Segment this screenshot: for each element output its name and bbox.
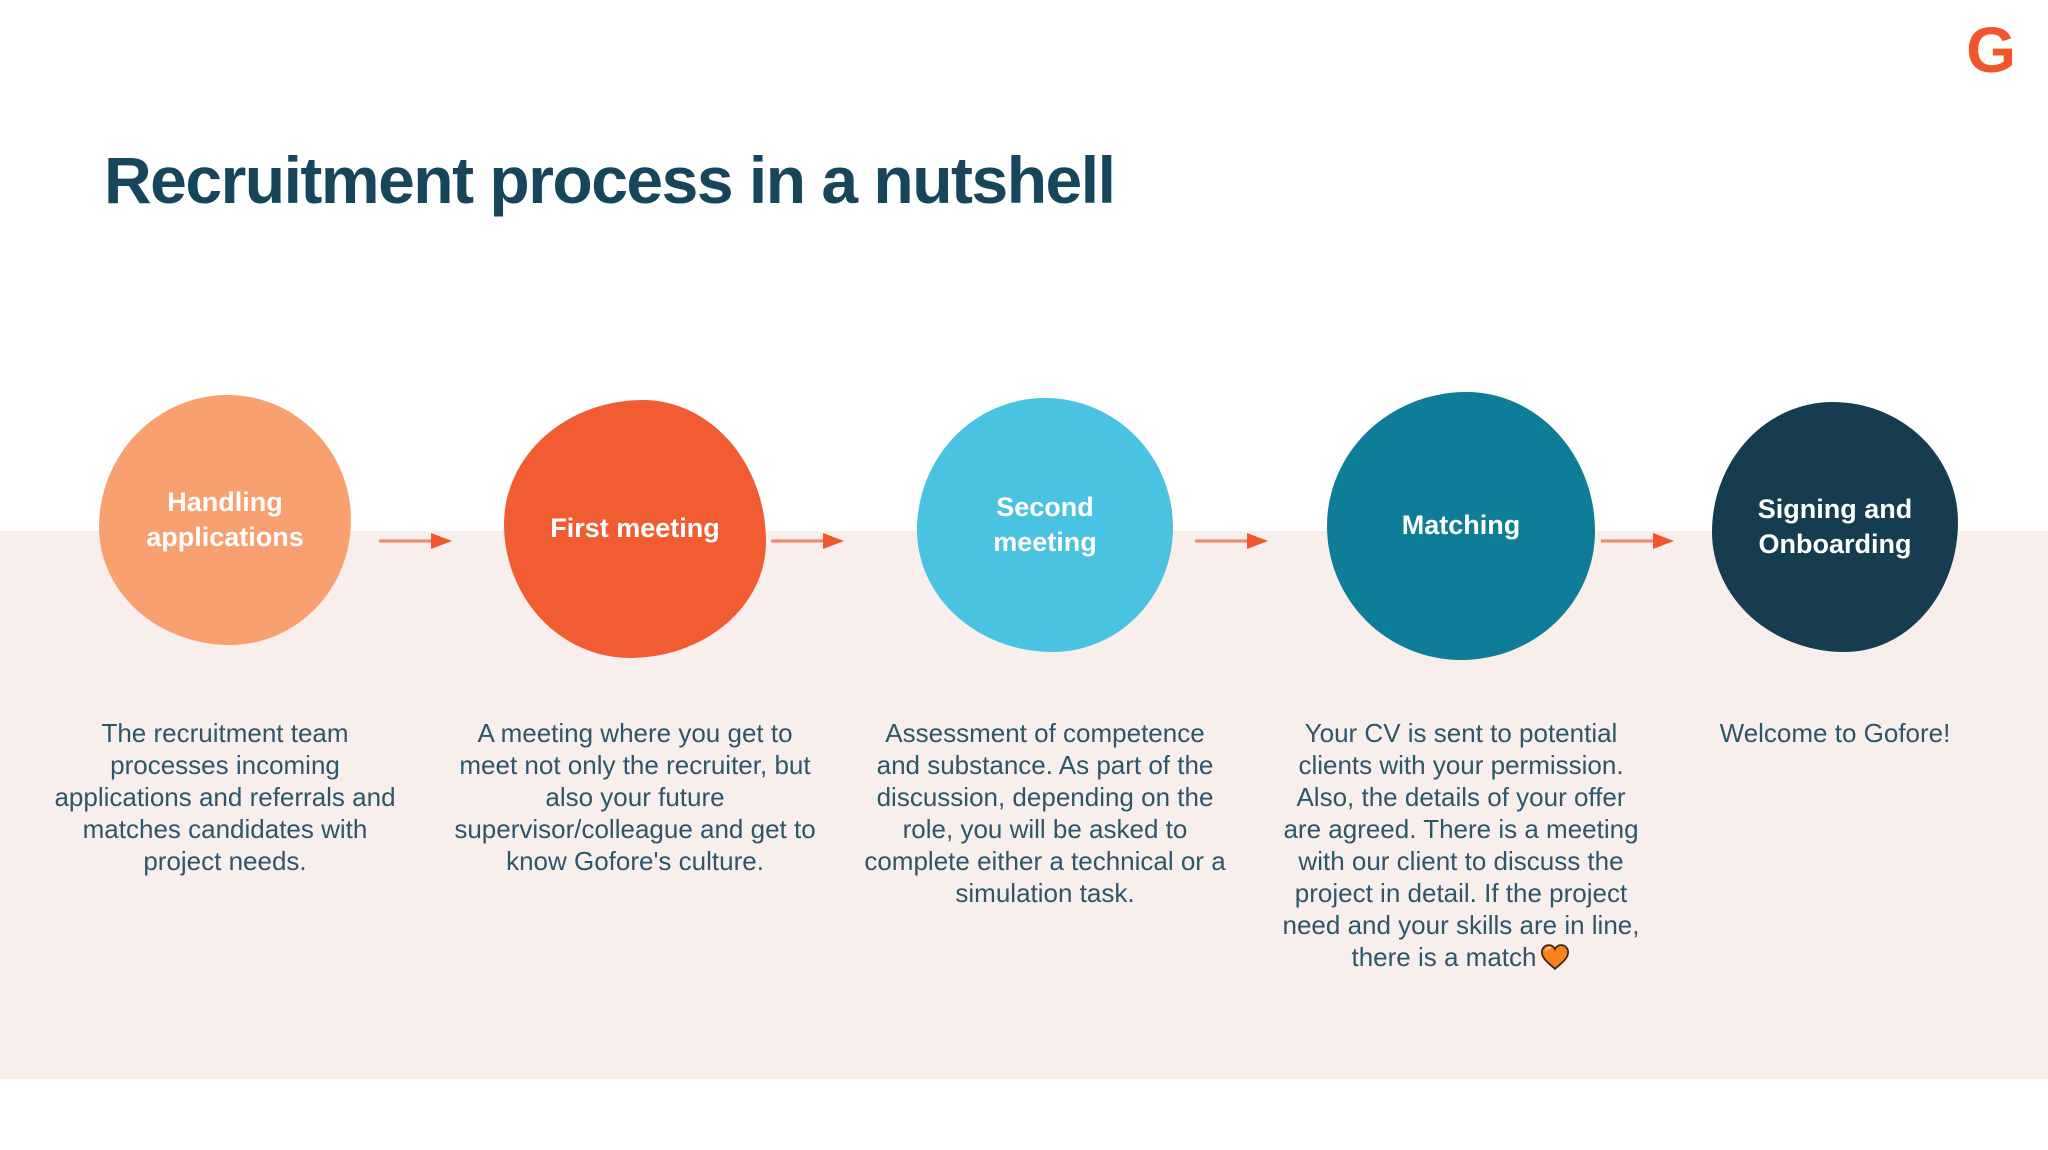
step-description: The recruitment team processes incoming … bbox=[54, 718, 396, 876]
step-description-text: Your CV is sent to potential clients wit… bbox=[1282, 718, 1640, 972]
step-description: Welcome to Gofore! bbox=[1719, 718, 1951, 748]
step-description: Your CV is sent to potential clients wit… bbox=[1279, 718, 1643, 974]
arrow-right-icon bbox=[770, 529, 846, 553]
step-label: Signing and Onboarding bbox=[1757, 493, 1913, 559]
process-step-handling-applications: Handling applications The recruitment te… bbox=[35, 392, 415, 876]
process-step-first-meeting: First meeting A meeting where you get to… bbox=[445, 392, 825, 876]
step-label: Second meeting bbox=[993, 491, 1097, 557]
gofore-logo-icon: G bbox=[1966, 14, 2016, 86]
step-bubble: Handling applications bbox=[99, 395, 351, 645]
page-title: Recruitment process in a nutshell bbox=[104, 143, 1116, 218]
step-description: Assessment of competence and substance. … bbox=[864, 718, 1226, 908]
step-bubble: First meeting bbox=[504, 400, 766, 658]
step-bubble: Signing and Onboarding bbox=[1712, 402, 1958, 652]
step-description: A meeting where you get to meet not only… bbox=[454, 718, 816, 876]
process-step-second-meeting: Second meeting Assessment of competence … bbox=[855, 392, 1235, 908]
arrow-right-icon bbox=[1600, 529, 1676, 553]
step-label: First meeting bbox=[550, 513, 720, 544]
step-label: Matching bbox=[1401, 510, 1521, 541]
orange-heart-icon bbox=[1536, 942, 1570, 972]
step-bubble: Matching bbox=[1327, 392, 1595, 660]
step-bubble: Second meeting bbox=[917, 398, 1173, 652]
arrow-right-icon bbox=[1194, 529, 1270, 553]
step-label: Handling applications bbox=[146, 486, 304, 552]
arrow-right-icon bbox=[378, 529, 454, 553]
process-step-matching: Matching Your CV is sent to potential cl… bbox=[1271, 392, 1651, 972]
process-step-signing-onboarding: Signing and Onboarding Welcome to Gofore… bbox=[1645, 392, 2025, 748]
